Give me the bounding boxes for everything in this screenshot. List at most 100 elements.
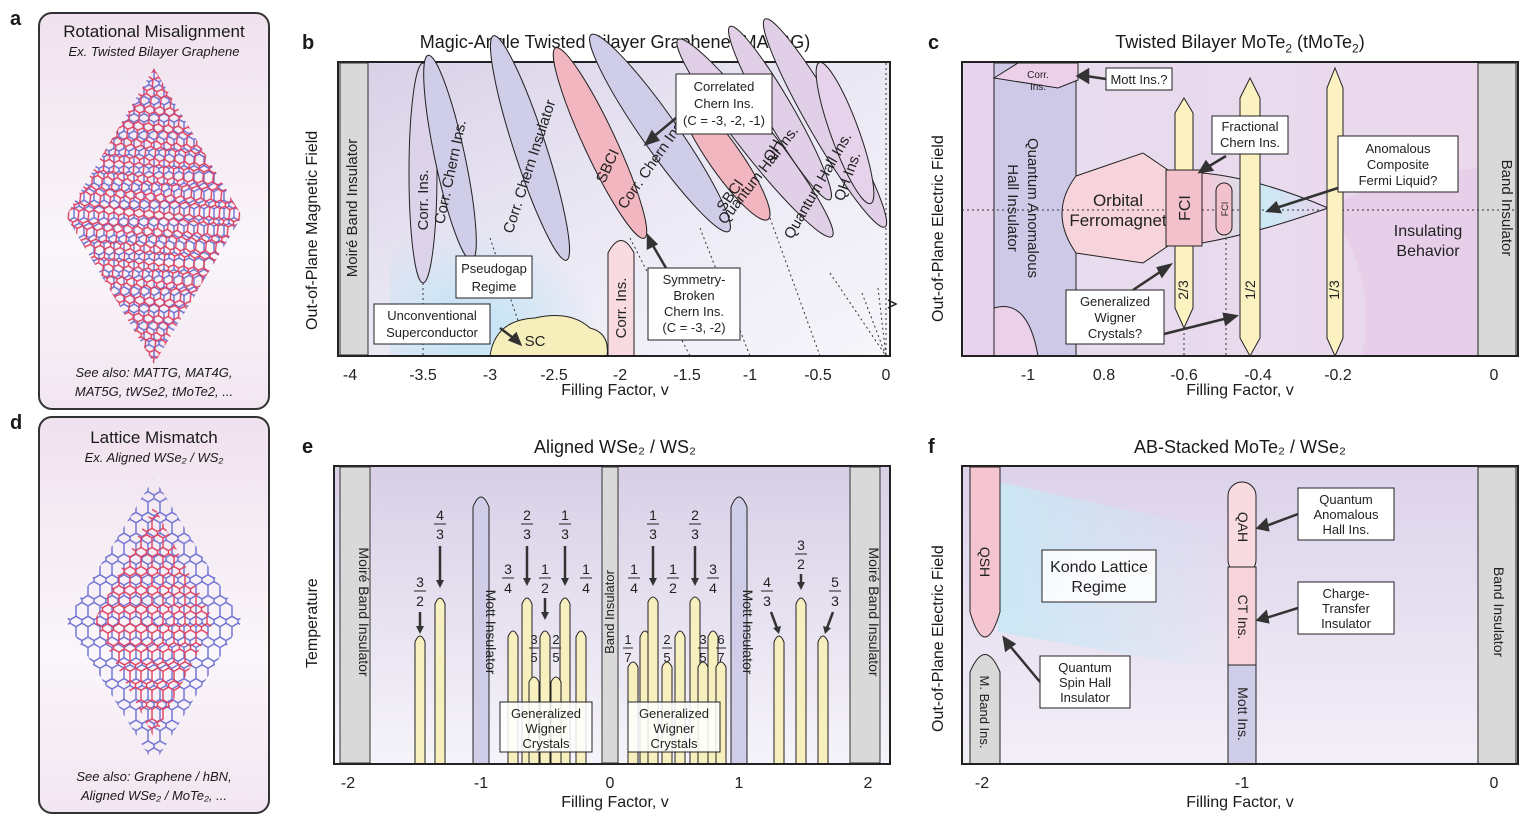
svg-text:4: 4 [582,580,590,596]
callout-symmetry-broken [647,267,741,341]
svg-text:-2: -2 [975,775,989,792]
svg-text:Spin Hall: Spin Hall [1059,675,1111,690]
panel-b-title: Magic-Angle Twisted Bilayer Graphene (MA… [419,32,811,52]
card-subtitle: Ex. Twisted Bilayer Graphene [68,44,240,59]
svg-text:3: 3 [831,593,839,609]
svg-text:3: 3 [691,526,699,542]
svg-text:Kondo Lattice: Kondo Lattice [1050,559,1148,576]
svg-text:(C = -3, -2): (C = -3, -2) [662,320,725,335]
svg-text:(C = -3, -2, -1): (C = -3, -2, -1) [683,113,765,128]
svg-text:Insulator: Insulator [1321,616,1372,631]
svg-text:Chern Ins.: Chern Ins. [664,304,724,319]
svg-text:-1: -1 [1235,775,1249,792]
card-footer-line-2: Aligned WSe₂ / MoTe₂, ... [81,788,227,803]
svg-text:1: 1 [735,775,744,792]
svg-text:5: 5 [552,650,559,665]
callout-gwc-left [499,701,593,753]
svg-text:-3: -3 [483,367,497,384]
svg-text:Transfer: Transfer [1322,601,1371,616]
svg-text:1/2: 1/2 [1242,280,1258,300]
phase-mott-ins [1227,664,1257,765]
svg-text:5: 5 [663,650,670,665]
panel-f-xlabel: Filling Factor, v [1186,794,1294,811]
svg-text:Band Insulator: Band Insulator [1491,567,1507,658]
panel-c-title: Twisted Bilayer MoTe2 (tMoTe2) [1115,32,1365,56]
svg-text:2: 2 [416,593,424,609]
svg-text:Band Insulator: Band Insulator [602,569,617,654]
svg-text:Broken: Broken [673,288,714,303]
svg-text:-1.5: -1.5 [673,367,701,384]
svg-text:3: 3 [797,537,805,553]
svg-text:-1: -1 [743,367,757,384]
svg-text:Mott Ins.: Mott Ins. [1235,687,1251,741]
svg-text:2: 2 [663,632,670,647]
svg-text:3: 3 [709,561,717,577]
svg-text:4: 4 [630,580,638,596]
phase-qsh [969,466,1001,638]
svg-text:2: 2 [691,507,699,523]
card-subtitle: Ex. Aligned WSe₂ / WS₂ [84,450,224,465]
svg-text:Superconductor: Superconductor [386,325,478,340]
panel-letter-a: a [10,8,22,30]
mott-insulator-right [730,496,748,765]
svg-text:Generalized: Generalized [639,706,709,721]
callout-pseudogap [455,255,533,299]
svg-text:Charge-: Charge- [1323,586,1370,601]
card-title: Rotational Misalignment [63,22,245,41]
svg-text:Corr. Ins.: Corr. Ins. [613,278,630,339]
phase-wigner-third [1326,66,1344,358]
svg-text:0.8: 0.8 [1093,367,1115,384]
phase-sbci-1 [552,47,648,239]
panel-b-ylabel: Out-of-Plane Magnetic Field [304,130,321,330]
card-lattice-mismatch: Lattice Mismatch Ex. Aligned WSe₂ / WS₂ … [38,416,270,814]
svg-text:3: 3 [416,574,424,590]
moire-lattice-illustration [66,478,242,764]
svg-text:Quantum: Quantum [1319,492,1372,507]
panel-e-xlabel: Filling Factor, v [561,794,669,811]
callout-unconventional-sc [373,303,491,345]
svg-text:Symmetry-: Symmetry- [663,272,726,287]
svg-text:Regime: Regime [472,279,517,294]
moire-band-insulator-right [849,466,881,764]
svg-text:Regime: Regime [1071,579,1126,596]
svg-text:1: 1 [624,632,631,647]
svg-text:Hall Ins.: Hall Ins. [1323,522,1370,537]
svg-text:Ins.: Ins. [1030,82,1046,93]
svg-text:Fermi Liquid?: Fermi Liquid? [1359,173,1438,188]
panel-b-x-ticks: -4 -3.5 -3 -2.5 -2 -1.5 -1 -0.5 0 [338,355,891,384]
panel-letter-d: d [10,412,23,434]
phase-corr-chern-insulator-1 [489,35,571,261]
svg-text:Quantum: Quantum [1058,660,1111,675]
svg-text:5: 5 [699,650,706,665]
svg-text:4: 4 [504,580,512,596]
panel-e-diagram: Moiré Band Insulator Band Insulator Moir… [333,465,891,792]
svg-text:2: 2 [669,580,677,596]
svg-text:SC: SC [525,333,546,350]
svg-text:0: 0 [606,775,615,792]
svg-text:Unconventional: Unconventional [387,308,477,323]
callout-correlated-chern [675,73,773,135]
svg-text:QAH: QAH [1235,512,1251,542]
card-title: Lattice Mismatch [90,428,218,447]
svg-text:Wigner: Wigner [653,721,695,736]
svg-text:1/3: 1/3 [1326,280,1342,300]
panel-b-diagram: Moiré Band Insulator Corr. Ins. Corr. Ch… [337,18,898,384]
card-footer-line-2: MAT5G, tWSe2, tMoTe2, ... [74,384,234,399]
svg-text:Behavior: Behavior [1396,243,1460,260]
card-footer-line-1: See also: MATTG, MAT4G, [75,365,233,380]
moire-band-insulator-label: Moiré Band Insulator [344,139,361,277]
svg-text:5: 5 [831,574,839,590]
svg-text:Crystals?: Crystals? [1088,326,1142,341]
svg-text:1: 1 [541,561,549,577]
phase-fci-small [1215,182,1233,236]
svg-text:2: 2 [797,556,805,572]
svg-text:-2: -2 [341,775,355,792]
panel-e-title: Aligned WSe₂ / WS₂ [533,437,697,457]
card-rotational-misalignment: Rotational Misalignment Ex. Twisted Bila… [38,12,270,410]
panel-f-title: AB-Stacked MoTe₂ / WSe₂ [1133,437,1347,457]
svg-text:3: 3 [561,526,569,542]
svg-text:5: 5 [530,650,537,665]
svg-text:2/3: 2/3 [1175,280,1191,300]
svg-text:FCI: FCI [1220,202,1230,217]
panel-letter-b: b [302,32,315,54]
